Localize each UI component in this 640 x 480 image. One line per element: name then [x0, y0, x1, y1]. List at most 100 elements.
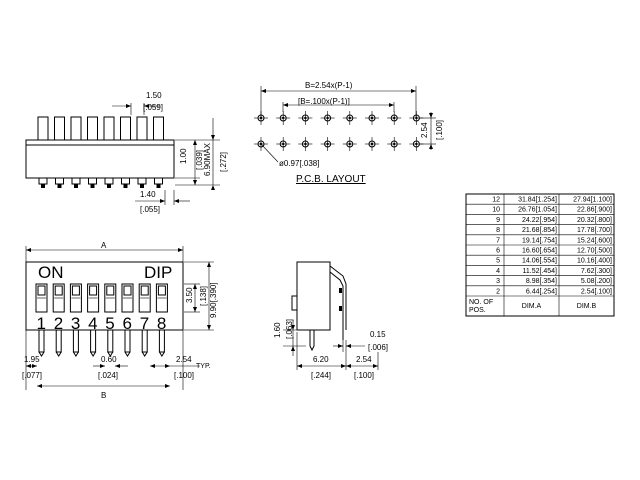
table-cell-dim-a: 6.44[.254]	[526, 288, 557, 295]
table-cell-pos: 12	[492, 197, 500, 204]
front-lead	[124, 329, 131, 353]
pcb-hole	[254, 111, 268, 125]
top-actuator	[87, 116, 98, 141]
table-cell-pos: 8	[496, 227, 500, 234]
top-actuator	[120, 116, 131, 141]
front-lead-tip	[90, 351, 97, 357]
switch-slot	[69, 283, 82, 313]
table-cell-dim-a: 24.22[.954]	[522, 217, 557, 224]
front-leads	[38, 329, 165, 357]
pcb-hole	[365, 137, 379, 151]
dip-label: DIP	[144, 263, 172, 282]
top-height2-dim: 6.90MAX	[203, 142, 212, 176]
side-view-lead-inner	[329, 271, 344, 340]
table-cell-dim-a: 31.84[1.254]	[518, 197, 557, 204]
table-cell-dim-b: 10.16[.400]	[577, 258, 612, 265]
switch-actuator	[89, 285, 98, 296]
top-height1-dim-in: [.039]	[195, 150, 204, 170]
pcb-b-dim: B=2.54x(P-1)	[305, 81, 353, 90]
front-lead-tip	[72, 351, 79, 357]
front-lead-tip	[141, 351, 148, 357]
front-pitch-dim: 2.54	[176, 355, 192, 364]
top-view-pins	[38, 177, 163, 188]
side-lead-dim-in: [.006]	[368, 343, 388, 352]
switch-slot	[121, 283, 134, 313]
pcb-hole	[387, 137, 402, 151]
pcb-layout: B=2.54x(P-1) [B=.100x(P-1)] 2.54 [.100] …	[254, 81, 444, 185]
table-cell-pos: 9	[496, 217, 500, 224]
table-cell-dim-b: 7.62[.300]	[581, 268, 612, 275]
table-cell-dim-a: 16.60[.654]	[522, 248, 557, 255]
front-lead-dim-in: [.024]	[98, 371, 118, 380]
top-actuator	[103, 116, 115, 141]
switch-number: 1	[37, 314, 46, 333]
pcb-caption: P.C.B. LAYOUT	[296, 174, 366, 185]
top-actuator	[37, 116, 49, 141]
top-pin	[38, 177, 48, 185]
top-pin-tip	[90, 184, 95, 188]
table-cell-dim-b: 15.24[.600]	[577, 237, 612, 244]
front-edge-dim-in: [.077]	[22, 371, 42, 380]
top-height2-dim-in: [.272]	[219, 152, 228, 172]
top-pitch-dim: 1.50	[146, 91, 162, 100]
pcb-row-dim: 2.54	[420, 122, 429, 138]
top-pin-tip	[57, 184, 62, 188]
table-cell-pos: 4	[496, 268, 500, 275]
top-actuator	[153, 116, 164, 141]
table-cell-pos: 7	[496, 237, 500, 244]
table-row: 12 31.84[1.254] 27.94[1.100]	[492, 197, 612, 204]
front-lead-dim: 0.60	[101, 355, 117, 364]
side-width-dim-in: [.244]	[311, 371, 331, 380]
table-cell-pos: 6	[496, 248, 500, 255]
top-pitch-dim-in: [.059]	[143, 103, 163, 112]
front-view-body	[25, 261, 184, 331]
pcb-hole	[320, 111, 335, 125]
top-pin	[55, 177, 64, 185]
side-width-dim: 6.20	[313, 355, 329, 364]
table-cell-dim-a: 8.98[.354]	[526, 278, 557, 285]
switch-number: 8	[157, 314, 166, 333]
front-edge-dim: 1.95	[24, 355, 40, 364]
table-cell-pos: 2	[496, 288, 500, 295]
switch-number: 5	[105, 314, 114, 333]
pcb-hole	[276, 137, 291, 151]
top-actuator	[136, 116, 148, 141]
front-lead-tip	[107, 351, 114, 357]
switch-slot	[104, 283, 117, 313]
table-cell-dim-a: 19.14[.754]	[522, 237, 557, 244]
switch-number: 2	[54, 314, 63, 333]
pcb-hole	[342, 111, 357, 125]
table-cell-dim-b: 2.54[.100]	[581, 288, 612, 295]
table-header-pos: NO. OF	[469, 299, 493, 306]
table-cell-pos: 5	[496, 258, 500, 265]
front-lead	[38, 329, 45, 353]
top-pin-tip	[41, 184, 45, 188]
switch-number: 4	[88, 314, 97, 333]
pcb-hole-dim: ø0.97[.038]	[279, 159, 319, 168]
top-pin-tip	[140, 184, 144, 188]
side-view: 1.60 [.063] 0.15 [.006] 6.20 [.244] 2.54…	[273, 261, 388, 380]
top-actuator	[70, 116, 82, 141]
front-lead-tip	[124, 351, 131, 357]
front-lead	[158, 329, 165, 353]
table-header-pos-line2: POS.	[469, 307, 486, 314]
switch-actuator	[106, 285, 115, 296]
switch-number: 3	[71, 314, 80, 333]
table-cell-dim-b: 27.94[1.100]	[573, 197, 612, 204]
pcb-hole	[365, 111, 379, 125]
switch-actuator	[54, 285, 63, 296]
pcb-hole	[387, 111, 402, 125]
switch-slot	[138, 283, 151, 313]
pcb-holes	[254, 111, 424, 151]
top-pin	[104, 177, 114, 185]
pcb-hole	[276, 111, 291, 125]
switch-number: 6	[123, 314, 132, 333]
switch-actuator	[123, 285, 132, 296]
